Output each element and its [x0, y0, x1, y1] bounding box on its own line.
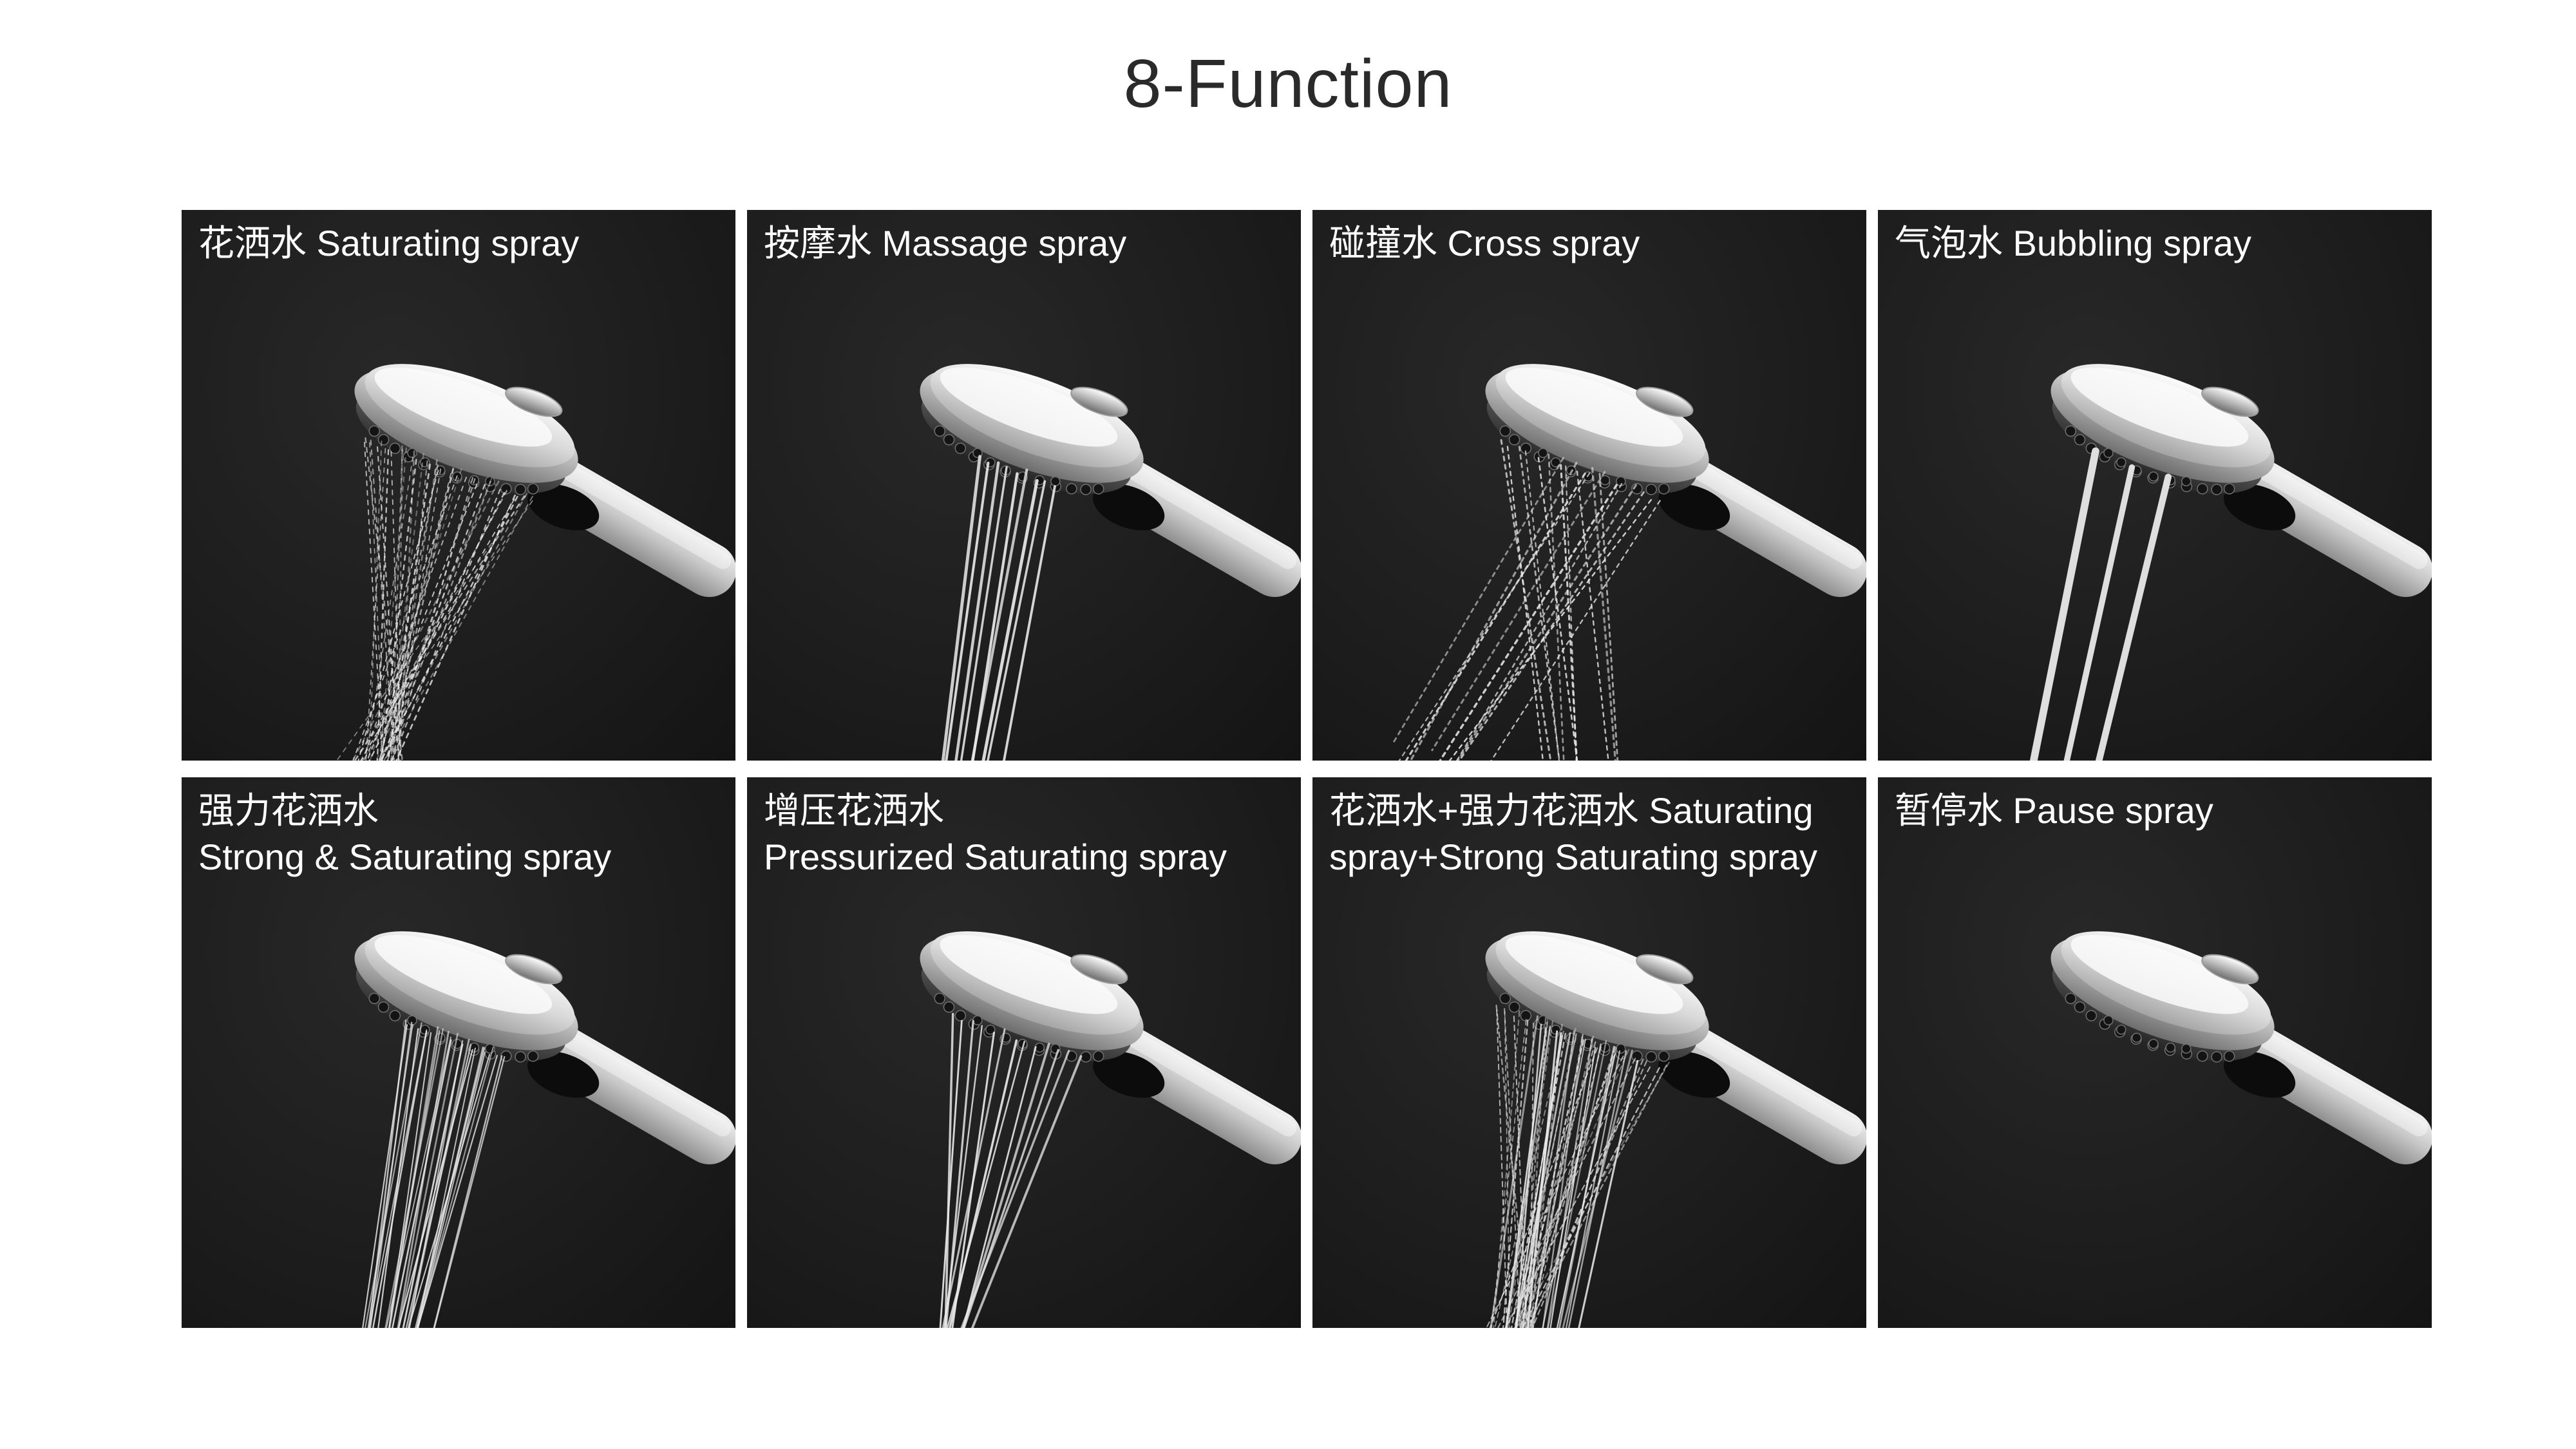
mode-button — [2201, 954, 2259, 985]
shower-head-image — [2050, 931, 2432, 1164]
mode-button — [1070, 954, 1128, 985]
handle-joint — [1093, 484, 1165, 531]
handle-joint — [1093, 1051, 1165, 1098]
tile-label: 增压花洒水 Pressurized Saturating spray — [764, 788, 1296, 880]
shower-head — [920, 931, 1301, 1164]
mode-button — [505, 954, 563, 985]
shower-head — [1485, 931, 1866, 1164]
spray-water — [362, 1019, 506, 1328]
tile-label: 强力花洒水 Strong & Saturating spray — [198, 788, 730, 880]
tile-label-line: 气泡水 Bubbling spray — [1895, 223, 2252, 263]
tile-label: 花洒水+强力花洒水 Saturating spray+Strong Saturat… — [1329, 788, 1861, 880]
shower-head — [1485, 364, 1866, 597]
shower-head-image — [1393, 364, 1866, 761]
nozzle-dots — [2065, 992, 2235, 1063]
nozzle-dots — [934, 425, 1104, 495]
shower-head-image — [336, 364, 735, 761]
mode-button — [1636, 386, 1694, 417]
handle-joint — [1658, 1051, 1730, 1098]
spray-water — [1486, 1005, 1670, 1328]
shower-head-image — [1485, 931, 1866, 1328]
shower-head — [920, 364, 1301, 597]
tile-label-line: 按摩水 Massage spray — [764, 223, 1127, 263]
shower-head — [354, 364, 735, 597]
head-highlight — [1505, 367, 1683, 447]
mode-button — [1070, 386, 1128, 417]
tile-label: 按摩水 Massage spray — [764, 220, 1296, 267]
spray-tile-combo-saturating: 花洒水+强力花洒水 Saturating spray+Strong Saturat… — [1312, 777, 1866, 1328]
function-grid: 花洒水 Saturating spray 按摩水 Massage spray 碰… — [182, 210, 2432, 1328]
tile-label-line: 花洒水+强力花洒水 Saturating — [1329, 790, 1814, 831]
tile-label-line: Strong & Saturating spray — [198, 836, 612, 877]
spray-tile-saturating: 花洒水 Saturating spray — [182, 210, 735, 761]
shower-head — [2050, 364, 2432, 597]
tile-label-line: 强力花洒水 — [198, 790, 379, 831]
shower-handle — [527, 1021, 735, 1164]
tile-label-line: 增压花洒水 — [764, 790, 944, 831]
spray-tile-strong-saturating: 强力花洒水 Strong & Saturating spray — [182, 777, 735, 1328]
mode-button — [505, 386, 563, 417]
handle-joint — [527, 1051, 600, 1098]
shower-handle — [1092, 453, 1301, 597]
shower-handle — [527, 453, 735, 597]
mode-button — [2201, 386, 2259, 417]
shower-head-image — [354, 931, 735, 1328]
spray-water — [1393, 439, 1661, 761]
shower-handle — [1658, 1021, 1866, 1164]
shower-head-image — [920, 931, 1301, 1328]
spray-water — [336, 437, 533, 761]
spray-water — [939, 1012, 1083, 1328]
spray-tile-massage: 按摩水 Massage spray — [747, 210, 1301, 761]
tile-label: 气泡水 Bubbling spray — [1895, 220, 2427, 267]
shower-handle — [1658, 453, 1866, 597]
tile-label: 碰撞水 Cross spray — [1329, 220, 1861, 267]
handle-joint — [2224, 484, 2296, 531]
head-highlight — [2070, 934, 2249, 1014]
tile-label: 暂停水 Pause spray — [1895, 788, 2427, 834]
head-highlight — [940, 934, 1118, 1014]
mode-button — [1636, 954, 1694, 985]
shower-head — [354, 931, 735, 1164]
shower-head-image — [920, 364, 1301, 761]
handle-joint — [527, 484, 600, 531]
spray-water — [941, 455, 1056, 761]
spray-water — [2029, 447, 2172, 761]
shower-head — [2050, 931, 2432, 1164]
tile-label-line: 花洒水 Saturating spray — [198, 223, 580, 263]
handle-joint — [2224, 1051, 2296, 1098]
nozzle-dots — [368, 425, 539, 495]
tile-label-line: 暂停水 Pause spray — [1895, 790, 2213, 831]
tile-label-line: 碰撞水 Cross spray — [1329, 223, 1640, 263]
shower-handle — [2223, 1021, 2432, 1164]
tile-label: 花洒水 Saturating spray — [198, 220, 730, 267]
shower-handle — [1092, 1021, 1301, 1164]
page-title: 8-Function — [1123, 46, 1453, 122]
tile-label-line: spray+Strong Saturating spray — [1329, 836, 1817, 877]
handle-joint — [1658, 484, 1730, 531]
head-highlight — [2070, 367, 2249, 447]
shower-handle — [2223, 453, 2432, 597]
head-highlight — [374, 934, 553, 1014]
spray-tile-pause: 暂停水 Pause spray — [1878, 777, 2432, 1328]
spray-tile-cross: 碰撞水 Cross spray — [1312, 210, 1866, 761]
head-highlight — [1505, 934, 1683, 1014]
spray-tile-bubbling: 气泡水 Bubbling spray — [1878, 210, 2432, 761]
tile-label-line: Pressurized Saturating spray — [764, 836, 1227, 877]
shower-head-image — [2029, 364, 2432, 761]
spray-tile-pressurized-saturating: 增压花洒水 Pressurized Saturating spray — [747, 777, 1301, 1328]
head-highlight — [374, 367, 553, 447]
head-highlight — [940, 367, 1118, 447]
